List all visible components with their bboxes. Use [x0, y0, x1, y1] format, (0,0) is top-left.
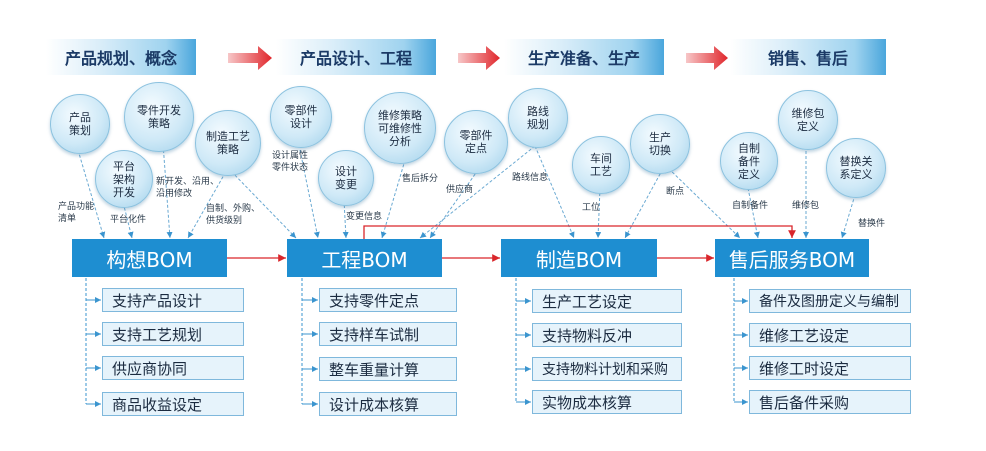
bubble-mfg-strategy: 制造工艺 策略: [195, 110, 261, 176]
note-make-buy: 自制、外购、 供货级别: [206, 204, 261, 226]
note-platform-parts: 平台化件: [110, 215, 147, 225]
bubble-platform-dev: 平台 架构 开发: [95, 150, 153, 208]
phase-design: 产品设计、工程: [276, 39, 436, 75]
item-design-cost: 设计成本核算: [319, 392, 457, 416]
item-spare-catalog: 备件及图册定义与编制: [749, 289, 911, 313]
note-aftersales-split: 售后拆分: [402, 174, 439, 184]
item-brackets: [85, 278, 735, 404]
bubble-product-planning: 产品 策划: [50, 94, 110, 154]
bom-concept: 构想BOM: [72, 239, 227, 277]
item-material-planning: 支持物料计划和采购: [532, 357, 682, 381]
note-own-spares: 自制备件: [732, 201, 769, 211]
phase-sales: 销售、售后: [730, 39, 886, 75]
bom-flow-links: [227, 225, 796, 262]
item-prototype-build: 支持样车试制: [319, 322, 457, 346]
note-change-info: 变更信息: [346, 212, 383, 222]
bubble-repair-kit-def: 维修包 定义: [778, 90, 838, 150]
bom-service: 售后服务BOM: [715, 239, 869, 277]
item-repair-process: 维修工艺设定: [749, 323, 911, 347]
item-backflush: 支持物料反冲: [532, 323, 682, 347]
note-route-info: 路线信息: [512, 173, 549, 183]
note-design-attributes: 设计属性 零件状态: [272, 151, 309, 173]
phase-planning: 产品规划、概念: [46, 39, 196, 75]
item-actual-cost: 实物成本核算: [532, 390, 682, 414]
bubble-part-design: 零部件 设计: [270, 86, 332, 148]
note-station: 工位: [582, 203, 601, 213]
bubble-maintenance-strategy: 维修策略 可维修性 分析: [364, 92, 436, 164]
note-breakpoint: 断点: [666, 187, 685, 197]
bubble-spare-part-def: 自制 备件 定义: [720, 132, 778, 190]
item-process-planning: 支持工艺规划: [102, 322, 244, 346]
note-replacement: 替换件: [858, 219, 886, 229]
bubble-design-change: 设计 变更: [318, 150, 374, 206]
phase-production: 生产准备、生产: [504, 39, 664, 75]
item-revenue-setting: 商品收益设定: [102, 392, 244, 416]
item-weight-calc: 整车重量计算: [319, 357, 457, 381]
note-feature-list: 产品功能 清单: [58, 202, 95, 224]
bubble-part-sourcing: 零部件 定点: [444, 110, 508, 174]
bubble-workshop-process: 车间 工艺: [572, 136, 630, 194]
item-mfg-process: 生产工艺设定: [532, 289, 682, 313]
item-arrows: [86, 297, 748, 407]
note-new-reuse: 新开发、沿用、 沿用修改: [156, 177, 220, 199]
item-spare-purchase: 售后备件采购: [749, 390, 911, 414]
bubble-production-switch: 生产 切换: [630, 114, 690, 174]
bom-manufacturing: 制造BOM: [501, 239, 657, 277]
bom-engineering: 工程BOM: [287, 239, 442, 277]
item-product-design: 支持产品设计: [102, 288, 244, 312]
phase-arrows: [228, 46, 728, 70]
bubble-replacement-def: 替换关 系定义: [826, 138, 886, 198]
note-supplier: 供应商: [446, 185, 474, 195]
item-part-sourcing: 支持零件定点: [319, 288, 457, 312]
bubble-part-dev-strategy: 零件开发 策略: [124, 82, 194, 152]
item-repair-hours: 维修工时设定: [749, 356, 911, 380]
bubble-route-planning: 路线 规划: [508, 88, 568, 148]
note-repair-kit: 维修包: [792, 201, 820, 211]
item-supplier-collab: 供应商协同: [102, 356, 244, 380]
